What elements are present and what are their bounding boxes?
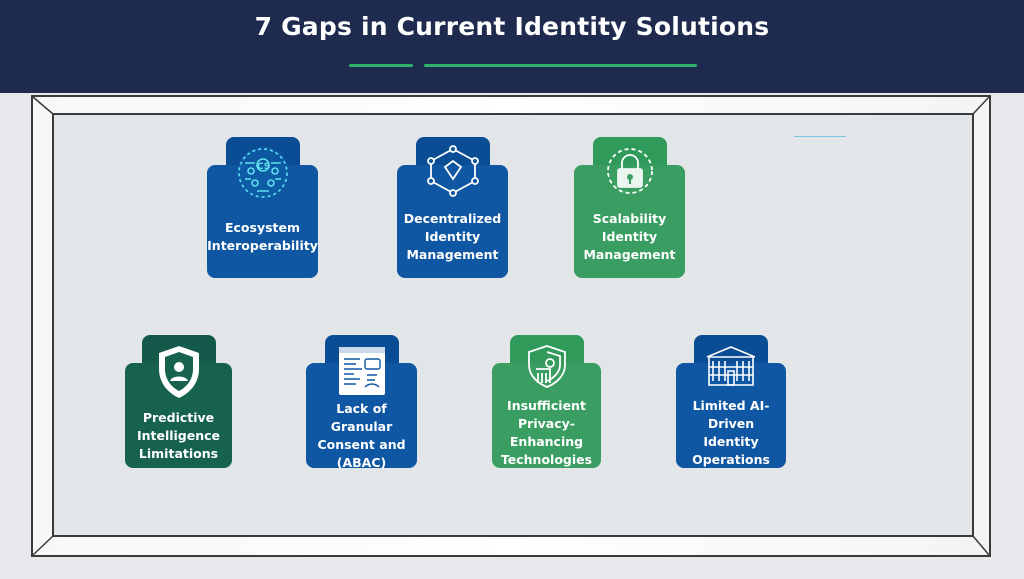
- page-title: 7 Gaps in Current Identity Solutions: [254, 12, 770, 41]
- svg-text:CS: CS: [257, 162, 270, 172]
- card-label: Decentralized Identity Management: [403, 210, 502, 262]
- card-limited-ai-driven-identity-operations: Limited AI- Driven Identity Operations: [676, 335, 786, 468]
- card-label: Scalability Identity Management: [583, 210, 676, 262]
- card-label: Insufficient Privacy- Enhancing Technolo…: [500, 397, 593, 467]
- network-node-icon: [426, 145, 479, 197]
- card-insufficient-privacy-enhancing-technologies: Insufficient Privacy- Enhancing Technolo…: [492, 335, 601, 468]
- card-body: Decentralized Identity Management: [397, 165, 508, 278]
- card-label: Limited AI- Driven Identity Operations: [692, 397, 770, 467]
- board-panel: [52, 113, 974, 537]
- header-banner: [0, 0, 1024, 93]
- card-lack-of-granular-consent: Lack of Granular Consent and (ABAC): [306, 335, 417, 470]
- card-body: Insufficient Privacy- Enhancing Technolo…: [492, 363, 601, 468]
- title-underline-right: [424, 64, 697, 67]
- card-decentralized-identity-management: Decentralized Identity Management: [397, 137, 508, 278]
- title-underline-left: [349, 64, 413, 67]
- document-icon: [338, 347, 385, 395]
- card-label: Ecosystem Interoperability: [207, 219, 318, 253]
- building-icon: [706, 346, 756, 386]
- decorative-line: [794, 136, 846, 137]
- shield-building-icon: [527, 345, 566, 388]
- padlock-icon: [606, 148, 653, 194]
- card-scalability-identity-management: Scalability Identity Management: [574, 137, 685, 278]
- card-body: Limited AI- Driven Identity Operations: [676, 363, 786, 468]
- circuit-brain-icon: CS: [236, 147, 289, 199]
- card-label: Lack of Granular Consent and (ABAC): [317, 400, 406, 470]
- card-label: Predictive Intelligence Limitations: [136, 409, 221, 461]
- card-ecosystem-interoperability: Ecosystem Interoperability CS: [207, 137, 318, 278]
- card-predictive-intelligence-limitations: Predictive Intelligence Limitations: [125, 335, 232, 468]
- shield-user-icon: [158, 346, 199, 398]
